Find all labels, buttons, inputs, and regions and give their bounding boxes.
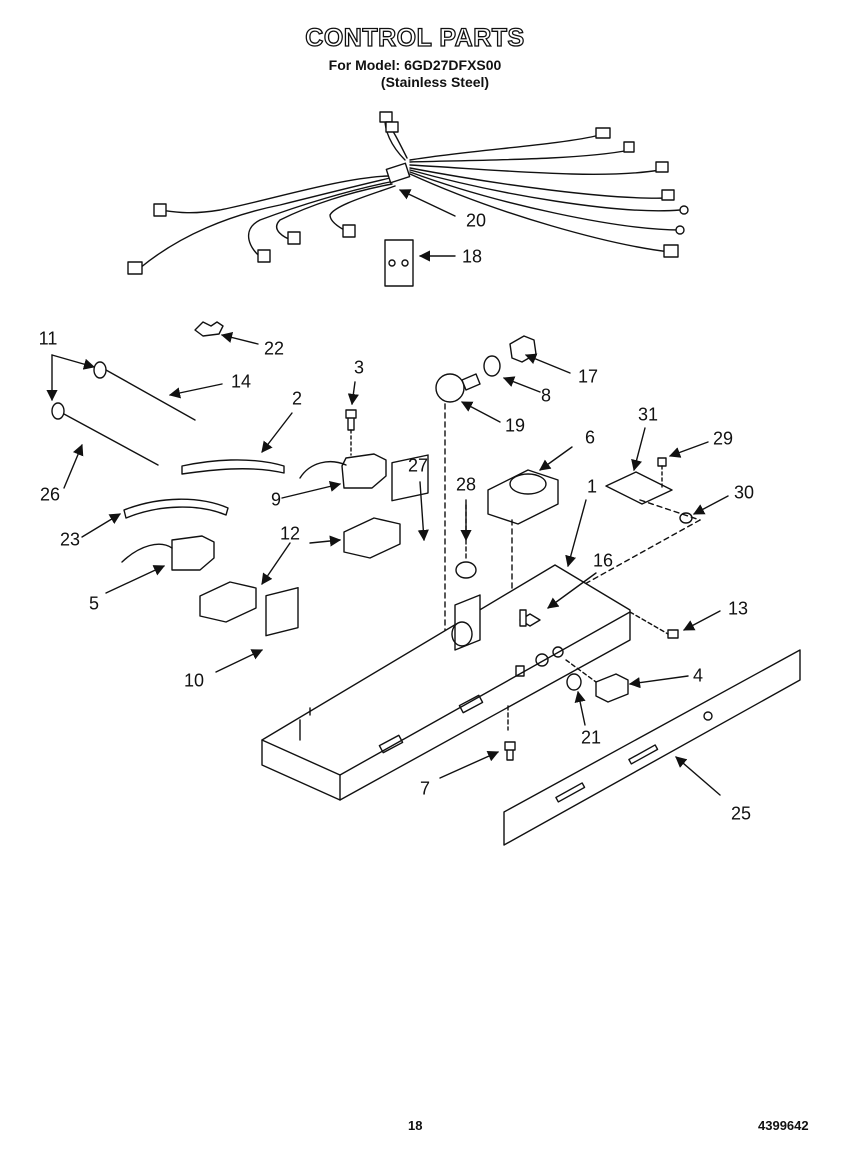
callout-14: 14 — [230, 371, 252, 392]
callout-30: 30 — [733, 482, 755, 503]
parts-2-23-tubes — [123, 459, 285, 519]
part-5-switch — [121, 535, 215, 571]
callout-3: 3 — [353, 357, 365, 378]
callout-31: 31 — [637, 404, 659, 425]
finish-line: (Stainless Steel) — [380, 74, 490, 90]
callout-20: 20 — [465, 210, 487, 231]
wire-harness — [127, 111, 689, 275]
page-title: CONTROL PARTS — [305, 23, 525, 52]
callout-9: 9 — [270, 489, 282, 510]
part-1-housing — [261, 564, 631, 801]
callout-6: 6 — [584, 427, 596, 448]
callout-12: 12 — [279, 523, 301, 544]
callout-8: 8 — [540, 385, 552, 406]
callout-2: 2 — [291, 388, 303, 409]
callout-7: 7 — [419, 778, 431, 799]
callout-17: 17 — [577, 366, 599, 387]
model-line: For Model: 6GD27DFXS00 — [328, 57, 502, 73]
part-10-label — [265, 586, 299, 637]
callout-29: 29 — [712, 428, 734, 449]
part-25-panel — [503, 649, 801, 846]
callout-22: 22 — [263, 338, 285, 359]
callout-16: 16 — [592, 550, 614, 571]
callout-arrows — [46, 189, 729, 796]
callout-28: 28 — [455, 474, 477, 495]
callout-23: 23 — [59, 529, 81, 550]
parts-16-13-7-21-4 — [504, 609, 679, 761]
part-22-clip — [194, 321, 224, 337]
callout-1: 1 — [586, 476, 598, 497]
parts-11-14-26 — [51, 361, 196, 466]
part-27-label — [391, 454, 429, 502]
callout-19: 19 — [504, 415, 526, 436]
callout-5: 5 — [88, 593, 100, 614]
callout-13: 13 — [727, 598, 749, 619]
callout-4: 4 — [692, 665, 704, 686]
callout-27: 27 — [407, 455, 429, 476]
part-18-plate — [384, 239, 414, 287]
parts-3-9 — [299, 409, 387, 489]
page-number: 18 — [408, 1118, 423, 1133]
part-6-control — [487, 469, 559, 601]
part-12-brackets — [199, 517, 401, 623]
callout-18: 18 — [461, 246, 483, 267]
callout-26: 26 — [39, 484, 61, 505]
callout-21: 21 — [580, 727, 602, 748]
callout-10: 10 — [183, 670, 205, 691]
document-number: 4399642 — [758, 1118, 809, 1133]
callout-25: 25 — [730, 803, 752, 824]
callout-11: 11 — [38, 328, 58, 349]
